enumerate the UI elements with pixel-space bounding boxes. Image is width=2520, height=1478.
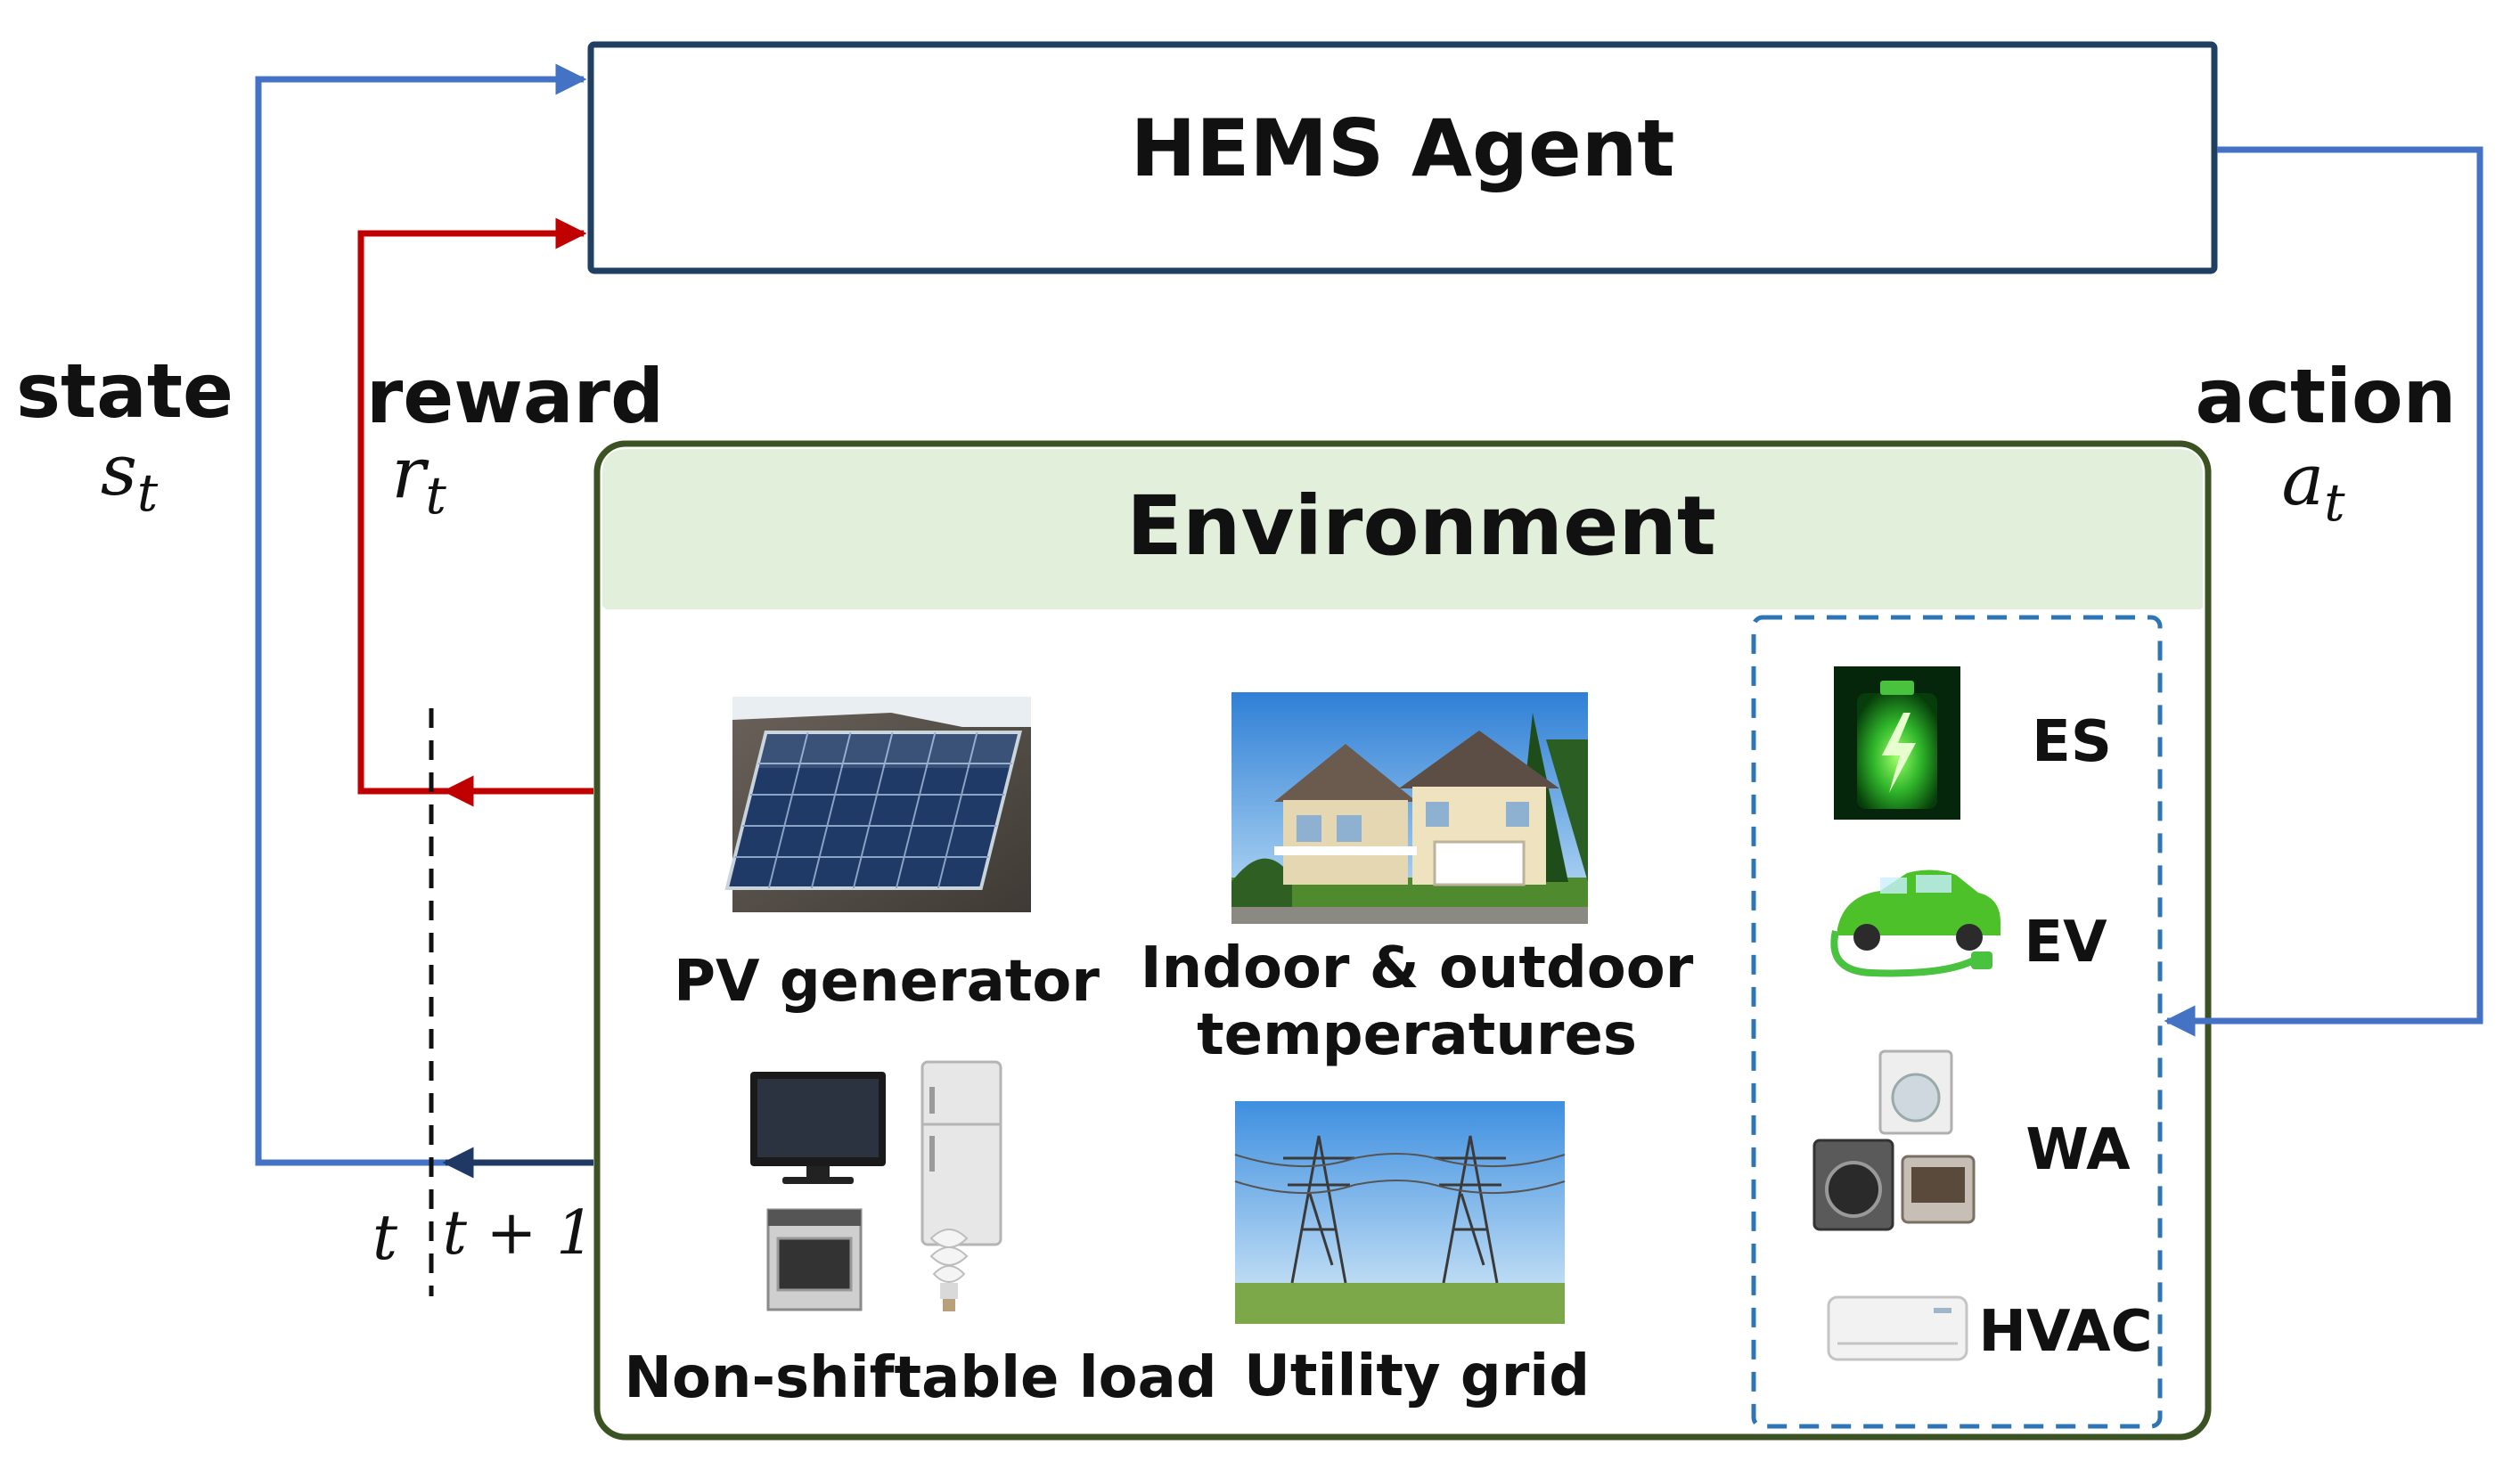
controllable-devices-box [1751,615,2163,1429]
hems-agent-box: HEMS Agent [587,41,2218,274]
action-arrow [2164,146,2483,1037]
pv-generator-picture [724,697,1031,912]
hvac-picture [1827,1295,1968,1361]
reward-label: reward [366,353,664,440]
temperatures-label-line2: temperatures [1197,1002,1637,1068]
state-label: state [16,347,233,435]
state-symbol: st [101,429,159,523]
time-t-label: t [372,1201,398,1274]
environment-header-band [602,449,2203,609]
time-t-next-label: t + 1 [443,1198,595,1269]
non-shiftable-load-label: Non-shiftable load [624,1345,1216,1411]
action-symbol: at [2281,438,2345,533]
state-arrow [255,63,588,1166]
device-label-hvac: HVAC [1978,1299,2152,1365]
device-label-ev: EV [2024,910,2107,976]
non-shiftable-load-picture [750,1060,1002,1311]
utility-grid-picture [1234,1101,1566,1324]
device-label-wa: WA [2025,1117,2131,1183]
reward-symbol: rt [391,431,446,526]
house-picture [1231,692,1588,924]
environment-title: Environment [1126,478,1716,574]
device-label-es: ES [2032,709,2112,775]
hems-agent-title: HEMS Agent [1131,102,1675,194]
battery-picture [1834,666,1960,820]
washing-appliances-picture [1812,1049,1976,1231]
pv-generator-label: PV generator [674,949,1100,1015]
electric-vehicle-picture [1830,870,2000,977]
utility-grid-label: Utility grid [1244,1343,1590,1409]
temperatures-label-line1: Indoor & outdoor [1141,935,1694,1001]
action-label: action [2196,353,2457,440]
